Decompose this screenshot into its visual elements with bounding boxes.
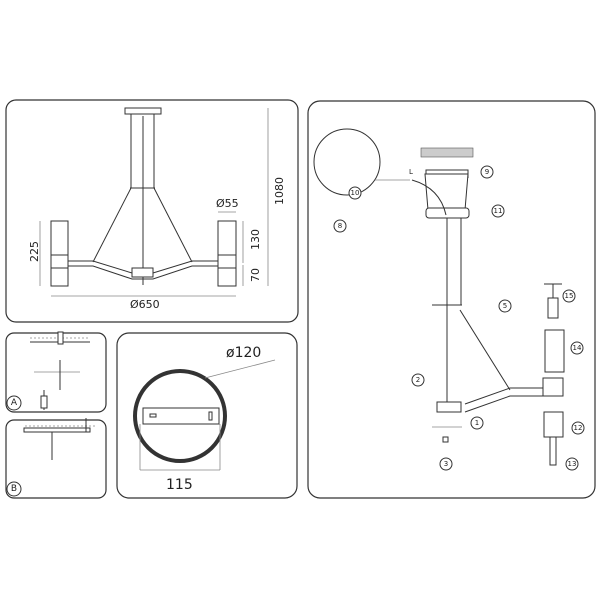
dim-span-diameter: Ø650 xyxy=(130,298,160,311)
step-number: 8 xyxy=(338,222,342,230)
step-number: 14 xyxy=(573,344,582,352)
overview-panel: 1080 Ø55 130 70 225 Ø650 xyxy=(5,99,299,323)
step-marker xyxy=(348,186,362,200)
step-number: 11 xyxy=(494,207,503,215)
wire-label: L xyxy=(409,168,413,176)
step-marker xyxy=(562,289,576,303)
step-b-panel: B xyxy=(5,418,107,499)
step-number: 9 xyxy=(485,168,489,176)
step-marker xyxy=(333,219,347,233)
step-number: 2 xyxy=(416,376,420,384)
step-b-label: B xyxy=(11,484,17,494)
step-number: 10 xyxy=(351,189,360,197)
step-marker xyxy=(491,204,505,218)
step-a-panel: A xyxy=(5,331,107,413)
step-a-label: A xyxy=(11,398,18,408)
step-number: 1 xyxy=(475,419,479,427)
dim-tube-total: 225 xyxy=(28,241,41,262)
dim-tube-diameter: Ø55 xyxy=(216,197,239,210)
step-marker xyxy=(498,299,512,313)
step-marker xyxy=(480,165,494,179)
step-number: 3 xyxy=(444,460,448,468)
step-number: 5 xyxy=(503,302,507,310)
canopy-width: 115 xyxy=(166,477,193,493)
canopy-panel: ø120 115 xyxy=(116,332,298,499)
step-number: 12 xyxy=(574,424,583,432)
step-marker xyxy=(411,373,425,387)
assembly-panel: L xyxy=(307,100,596,499)
dim-tube-lower: 70 xyxy=(249,268,262,282)
step-marker xyxy=(565,457,579,471)
dim-height-total: 1080 xyxy=(273,177,286,205)
step-marker xyxy=(439,457,453,471)
dim-tube-upper: 130 xyxy=(249,229,262,250)
step-marker xyxy=(571,421,585,435)
step-number: 13 xyxy=(568,460,577,468)
step-marker xyxy=(470,416,484,430)
step-number: 15 xyxy=(565,292,574,300)
canopy-diameter: ø120 xyxy=(226,345,261,361)
step-marker xyxy=(570,341,584,355)
